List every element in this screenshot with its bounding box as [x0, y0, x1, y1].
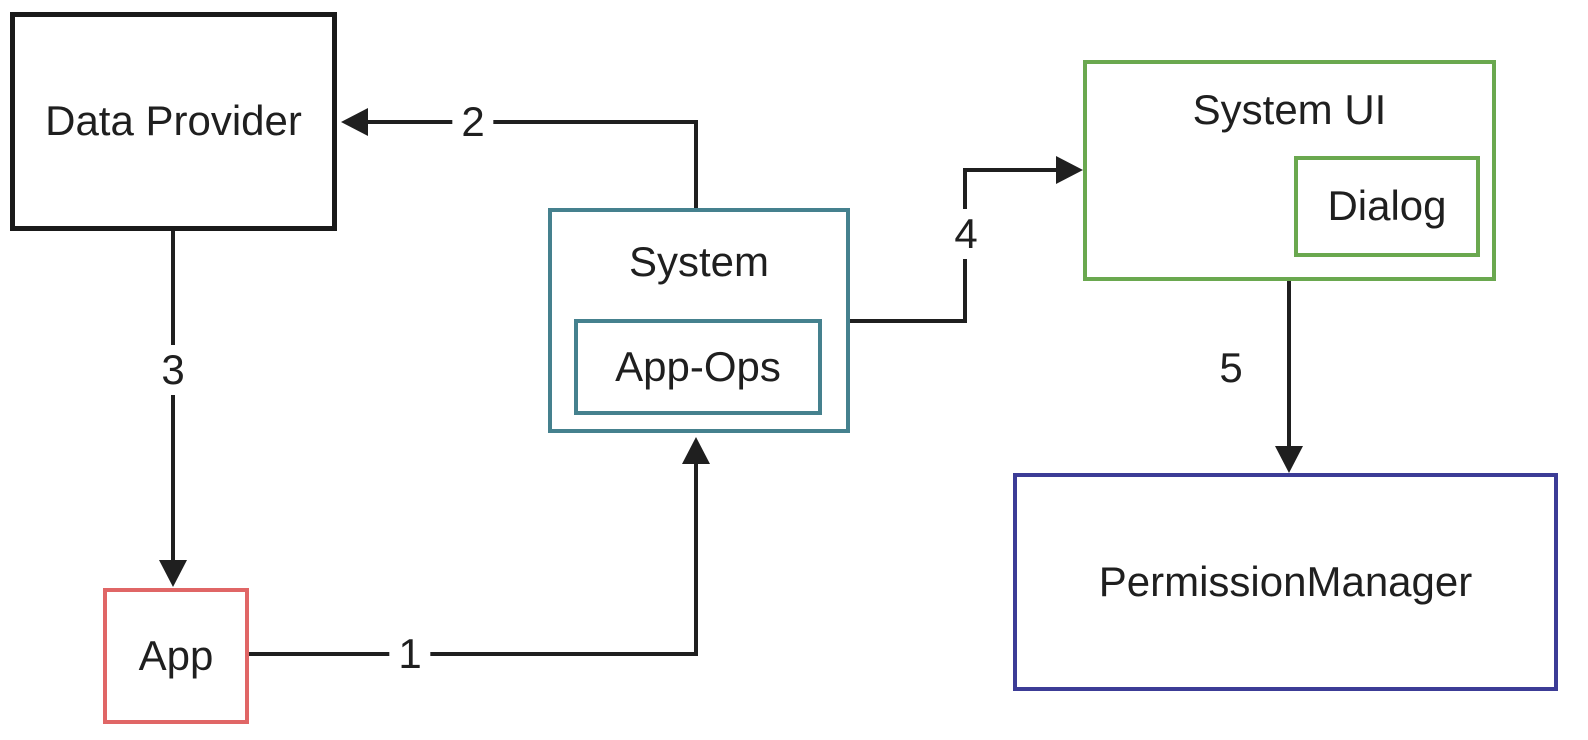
edge-1-arrowhead-icon	[682, 437, 710, 464]
node-permission-manager: PermissionManager	[1013, 473, 1558, 691]
edge-2-label: 2	[452, 97, 494, 147]
edge-2-segment-vertical	[694, 120, 698, 208]
edge-4-arrowhead-icon	[1056, 156, 1083, 184]
edge-4-segment-horizontal-2	[963, 168, 1057, 172]
node-system-ui-label: System UI	[1192, 86, 1387, 133]
edge-3-segment-vertical	[171, 231, 175, 562]
edge-5-arrowhead-icon	[1275, 446, 1303, 473]
node-app: App	[103, 588, 249, 724]
node-permission-manager-label: PermissionManager	[1098, 557, 1473, 605]
edge-5-segment-vertical	[1287, 281, 1291, 448]
node-dialog-label: Dialog	[1327, 182, 1447, 230]
edge-2-arrowhead-icon	[341, 108, 368, 136]
edge-1-segment-horizontal	[249, 652, 698, 656]
edge-2-segment-horizontal	[366, 120, 698, 124]
edge-4-segment-horizontal-1	[850, 319, 967, 323]
edge-3-arrowhead-icon	[159, 560, 187, 587]
node-data-provider: Data Provider	[10, 12, 337, 231]
node-app-label: App	[138, 631, 214, 679]
node-system-label: System	[628, 238, 770, 285]
edge-1-segment-vertical	[694, 460, 698, 656]
node-app-ops-label: App-Ops	[615, 342, 781, 390]
edge-1-label: 1	[389, 629, 431, 679]
node-system-ui: System UI Dialog	[1083, 60, 1496, 281]
node-system: System App-Ops	[548, 208, 850, 433]
edge-4-label: 4	[945, 209, 987, 259]
node-data-provider-label: Data Provider	[45, 97, 302, 145]
edge-3-label: 3	[152, 345, 194, 395]
node-app-ops: App-Ops	[574, 319, 822, 415]
edge-5-label: 5	[1210, 343, 1252, 393]
node-dialog: Dialog	[1294, 156, 1480, 257]
